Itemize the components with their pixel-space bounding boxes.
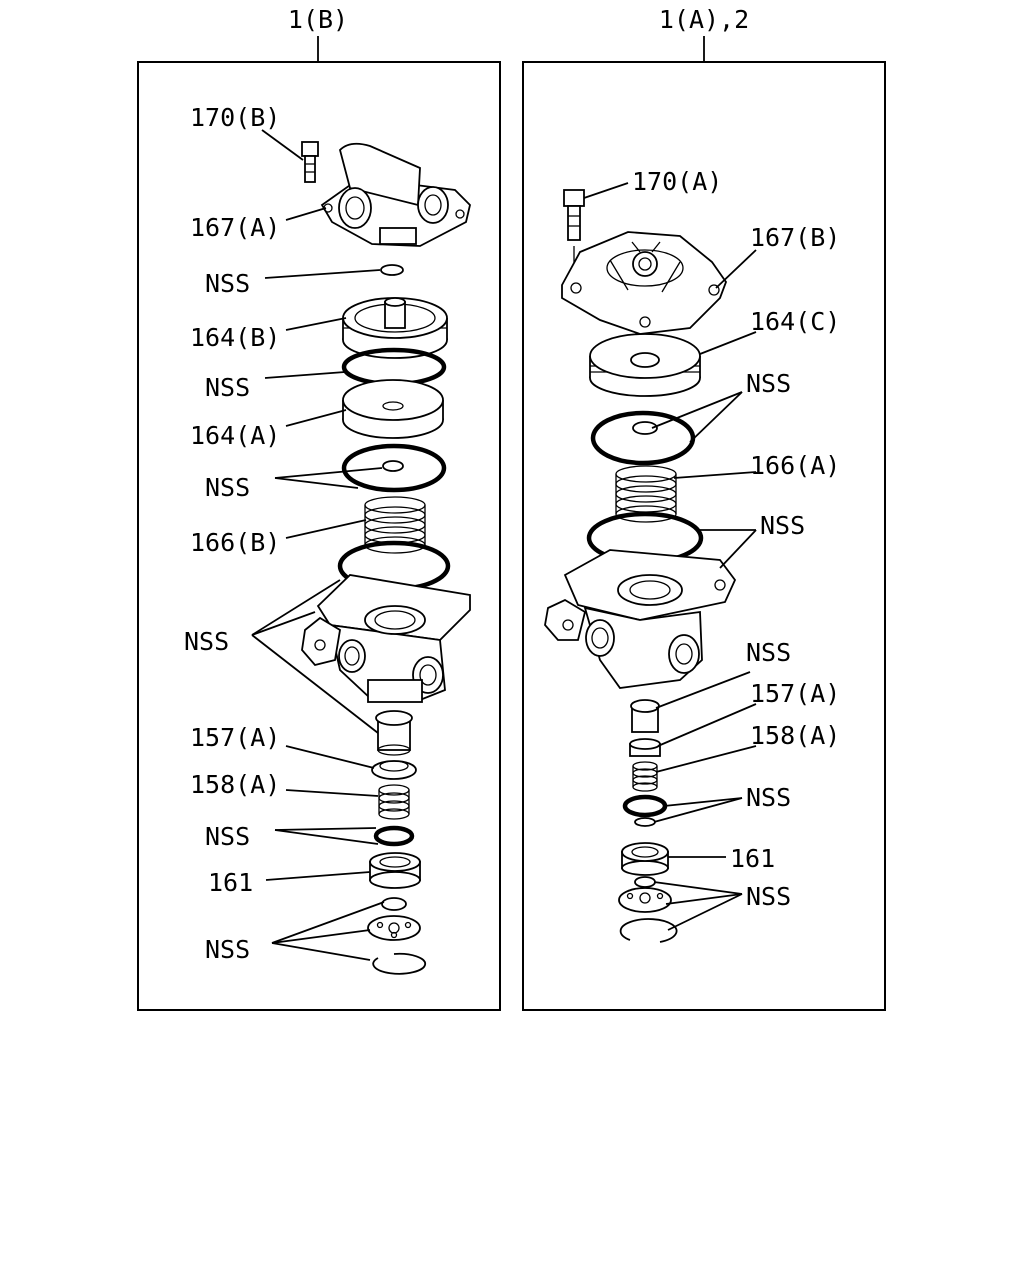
part-label: 161 <box>208 868 253 897</box>
washer-small <box>381 897 407 911</box>
snap-ring-part <box>619 918 678 943</box>
washer-small <box>634 876 656 888</box>
large-o-ring <box>590 410 696 466</box>
part-label: NSS <box>746 638 791 667</box>
part-label: NSS <box>205 822 250 851</box>
spring-b-part <box>364 496 426 554</box>
panel-left-frame <box>137 61 501 1011</box>
small-o-ring <box>632 421 658 435</box>
panel-right-title: 1(A),2 <box>659 5 749 34</box>
part-label: NSS <box>205 269 250 298</box>
part-label: 166(A) <box>750 451 840 480</box>
small-spring-part <box>378 784 410 820</box>
panel-left-title: 1(B) <box>288 5 348 34</box>
small-o-ring <box>634 817 656 827</box>
part-label: 157(A) <box>190 723 280 752</box>
o-ring-pair-outer <box>341 443 447 493</box>
bolt-part <box>563 189 585 268</box>
snap-ring-part <box>372 952 427 975</box>
part-label: NSS <box>760 511 805 540</box>
leader-lines-right <box>583 182 757 931</box>
part-label: NSS <box>184 627 229 656</box>
cover-housing-part <box>320 142 471 247</box>
small-o-ring <box>380 264 404 276</box>
leader-lines-left <box>251 129 385 961</box>
piston-b-part <box>342 297 448 359</box>
valve-body-part <box>544 549 737 689</box>
panel-right: 1(A),2 <box>522 5 886 1011</box>
sleeve-part <box>630 699 660 733</box>
cover-housing-part <box>561 231 728 335</box>
part-label: 166(B) <box>190 528 280 557</box>
part-label: 158(A) <box>190 770 280 799</box>
valve-seat-part <box>369 852 421 889</box>
part-label: 157(A) <box>750 679 840 708</box>
part-label: 164(B) <box>190 323 280 352</box>
valve-seat-part <box>621 842 669 876</box>
plate-part <box>367 915 421 941</box>
part-label: NSS <box>746 369 791 398</box>
part-label: 170(A) <box>632 167 722 196</box>
small-o-ring-pair <box>622 794 668 818</box>
seal-ring-part <box>371 760 417 780</box>
part-label: NSS <box>205 935 250 964</box>
part-label: NSS <box>746 882 791 911</box>
part-label: NSS <box>746 783 791 812</box>
small-spring-part <box>632 761 658 792</box>
small-o-ring-pair <box>373 825 415 847</box>
bolt-part <box>301 141 319 183</box>
part-label: NSS <box>205 473 250 502</box>
o-ring-pair-inner <box>382 460 404 472</box>
part-label: 161 <box>730 844 775 873</box>
panel-right-frame <box>522 61 886 1011</box>
part-label: 170(B) <box>190 103 280 132</box>
sleeve-part <box>375 710 413 756</box>
part-label: 158(A) <box>750 721 840 750</box>
part-label: 167(A) <box>190 213 280 242</box>
piston-c-part <box>589 333 701 397</box>
part-label: 164(C) <box>750 307 840 336</box>
panel-left: 1(B) <box>137 5 501 1011</box>
piston-a-part <box>342 379 444 439</box>
part-label: 167(B) <box>750 223 840 252</box>
plate-part <box>618 887 672 913</box>
seal-ring-part <box>629 738 661 757</box>
part-label: NSS <box>205 373 250 402</box>
valve-body-part <box>301 574 471 703</box>
part-label: 164(A) <box>190 421 280 450</box>
